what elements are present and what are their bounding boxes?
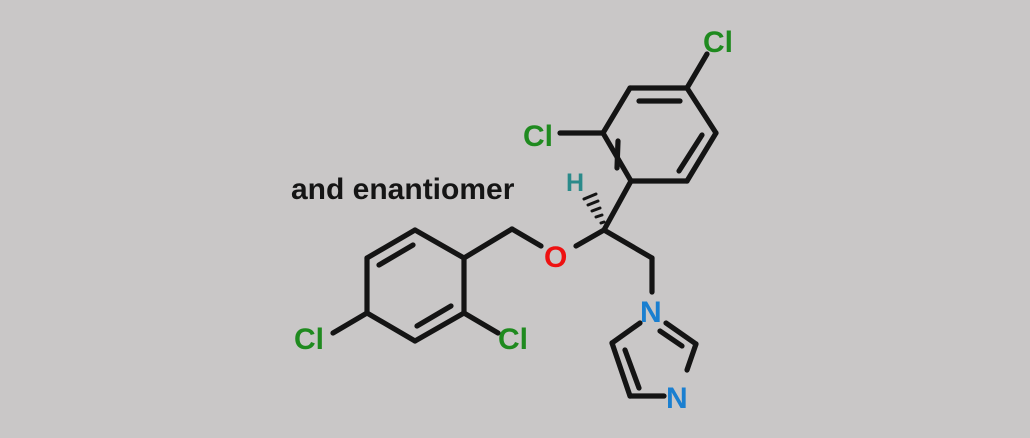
chlorine-label-top: Cl [703,26,733,59]
chlorine-label-ortho: Cl [498,323,528,356]
bond [376,242,416,268]
bond [330,310,370,336]
bond [684,130,719,184]
upper-dichlorophenyl-ring [557,51,719,184]
chlorine-label-upper-ring: Cl [523,120,553,153]
bond [412,227,467,261]
bond [657,328,685,349]
bond [622,347,642,391]
bond [601,178,634,233]
nitrogen-label-n3: N [666,382,688,415]
bond [414,303,454,329]
bond [601,227,655,261]
chlorine-label-para: Cl [294,323,324,356]
bond [364,227,418,261]
hashed-wedge-bond [582,192,606,225]
stereocenter [573,178,655,295]
bond [509,226,544,249]
bond [461,310,501,336]
bond [364,310,418,344]
bond [609,320,643,346]
bond [684,341,699,373]
bond [684,51,710,91]
bond [600,85,633,136]
bond [573,227,607,249]
bond [461,226,515,261]
bond [609,340,633,399]
bond [663,320,699,347]
bond [684,85,719,136]
bond [614,138,621,171]
bond [412,310,467,344]
ether-linkage [461,226,544,261]
imidazole-ring [609,320,699,399]
oxygen-label: O [544,241,567,274]
bond [676,132,705,174]
hydrogen-label: H [566,169,584,197]
caption-text: and enantiomer [291,173,515,206]
lower-dichlorobenzyl-ring [330,227,501,344]
nitrogen-label-n1: N [640,296,662,329]
